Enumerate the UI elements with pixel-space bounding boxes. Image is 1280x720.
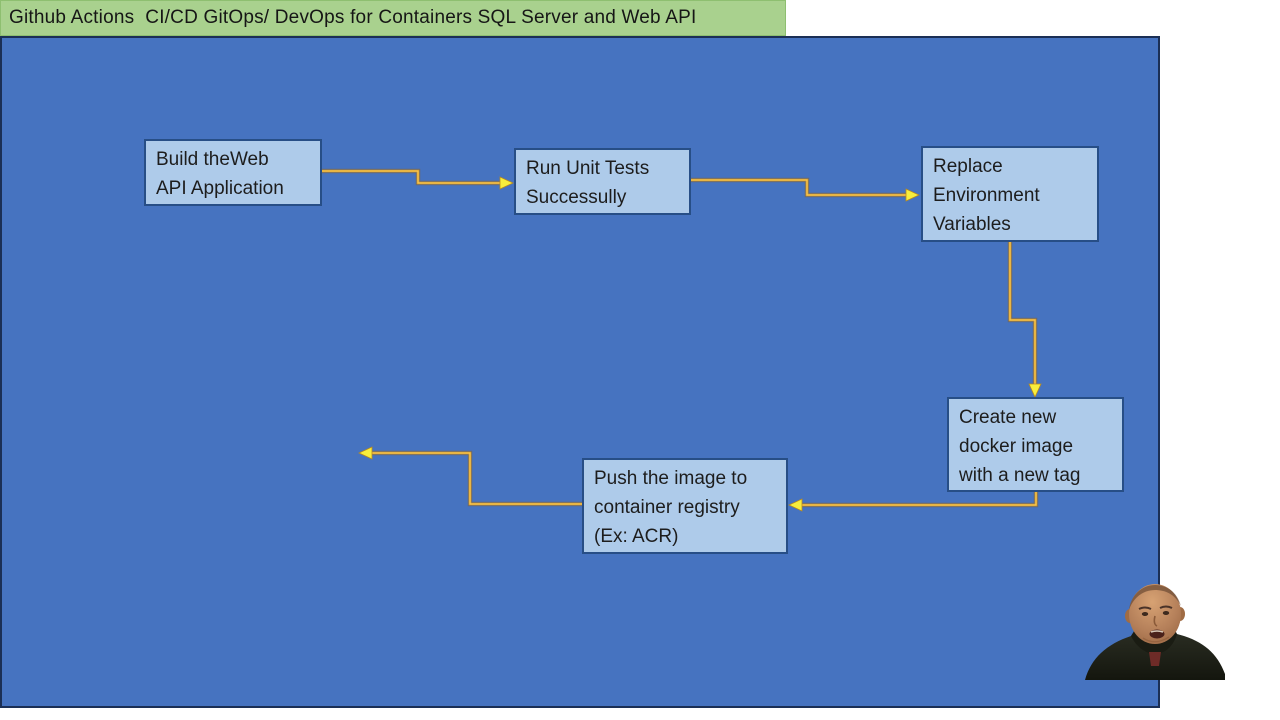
presenter-teeth: [1150, 630, 1164, 633]
title-text: Github Actions CI/CD GitOps/ DevOps for …: [9, 7, 697, 28]
arrowhead-right-icon: [905, 188, 920, 202]
slide-canvas: Build theWeb API Application Run Unit Te…: [0, 36, 1160, 708]
presenter-brow: [1159, 605, 1173, 609]
presenter-brow: [1138, 606, 1152, 610]
connector-tests-to-replace-env: [691, 177, 920, 202]
flow-connectors: [322, 168, 1042, 512]
flow-node-run-unit-tests: Run Unit Tests Successully: [514, 148, 691, 215]
flow-node-create-docker-image: Create new docker image with a new tag: [947, 397, 1124, 492]
flow-node-replace-env-variables: Replace Environment Variables: [921, 146, 1099, 242]
arrowhead-left-icon: [788, 498, 803, 512]
presenter-shirt: [1149, 652, 1161, 666]
presenter-webcam-overlay: [1081, 582, 1229, 682]
presenter-nose: [1153, 615, 1158, 627]
connector-build-to-tests: [322, 168, 514, 190]
flow-node-push-to-registry: Push the image to container registry (Ex…: [582, 458, 788, 554]
title-bar: Github Actions CI/CD GitOps/ DevOps for …: [0, 0, 786, 36]
connector-docker-to-push: [788, 492, 1039, 512]
connector-push-to-next: [358, 446, 582, 507]
presenter-head: [1129, 584, 1181, 644]
arrowhead-down-icon: [1028, 383, 1042, 398]
presenter-eye: [1162, 611, 1170, 615]
presenter-chin-shadow: [1142, 636, 1170, 643]
presenter-hair: [1129, 585, 1181, 610]
connector-replace-env-to-docker: [1007, 242, 1042, 398]
presenter-cutout: [1085, 584, 1225, 680]
flow-node-build-web-api: Build theWeb API Application: [144, 139, 322, 206]
arrowhead-left-icon: [358, 446, 373, 460]
arrowhead-right-icon: [499, 176, 514, 190]
presenter-eye: [1141, 612, 1149, 616]
